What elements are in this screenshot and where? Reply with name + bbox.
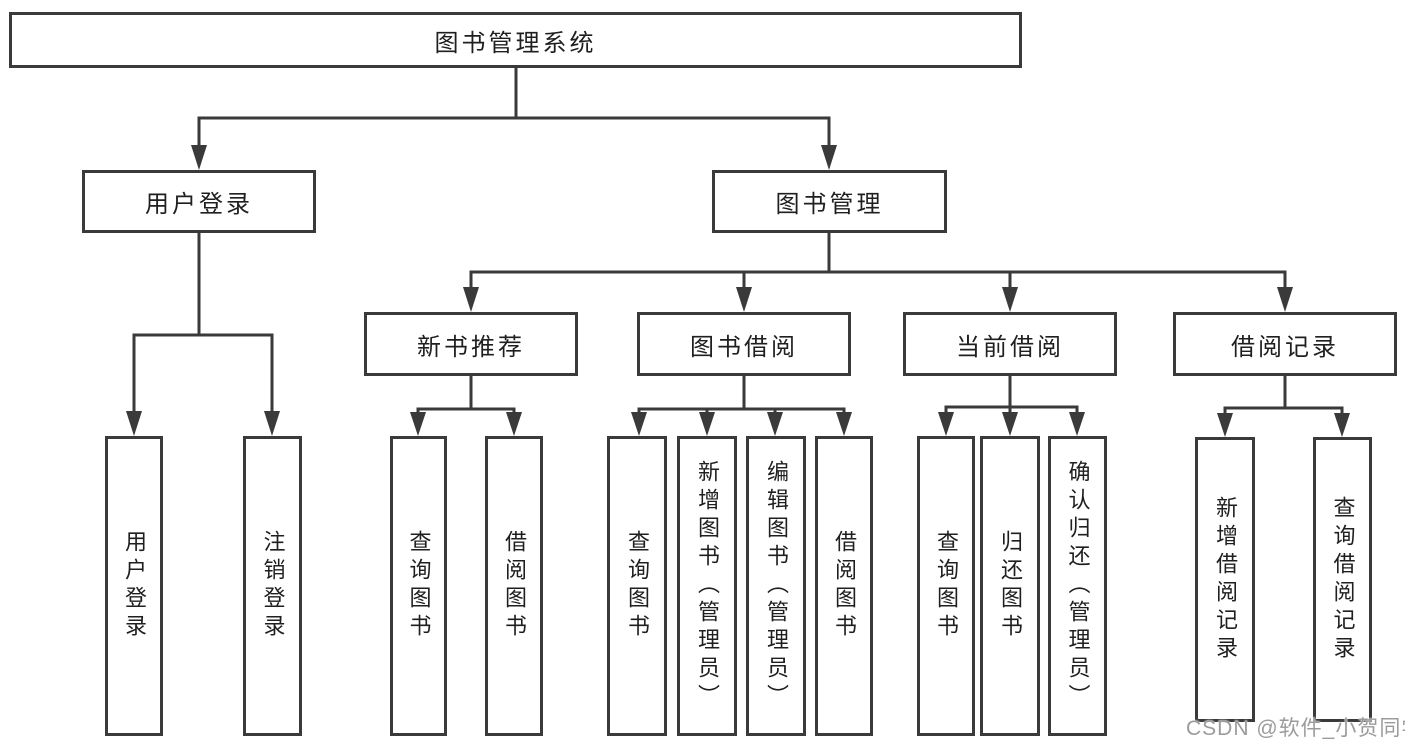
node-edit-book-admin: 编辑图书（管理员） (746, 436, 806, 736)
node-user-login: 用户登录 (82, 170, 316, 233)
node-borrowing-records: 借阅记录 (1173, 312, 1397, 376)
node-user-login-leaf: 用户登录 (105, 436, 163, 736)
node-library-management-system: 图书管理系统 (9, 12, 1022, 68)
node-current-borrowing: 当前借阅 (903, 312, 1117, 376)
node-add-book-admin: 新增图书（管理员） (677, 436, 737, 736)
node-borrow-query-books: 查询图书 (607, 436, 667, 736)
node-book-borrowing: 图书借阅 (637, 312, 851, 376)
node-book-management: 图书管理 (712, 170, 947, 233)
node-current-query-books: 查询图书 (917, 436, 975, 736)
node-recommend-borrow-books: 借阅图书 (485, 436, 543, 736)
watermark: CSDN @软件_小贺同学 (1186, 717, 1405, 740)
node-return-books: 归还图书 (980, 436, 1040, 736)
node-borrow-books-leaf: 借阅图书 (815, 436, 873, 736)
node-query-borrow-record: 查询借阅记录 (1313, 437, 1372, 722)
node-new-book-recommendation: 新书推荐 (364, 312, 578, 376)
node-confirm-return-admin: 确认归还（管理员） (1048, 436, 1107, 736)
node-recommend-query-books: 查询图书 (390, 436, 447, 736)
node-add-borrow-record: 新增借阅记录 (1195, 437, 1255, 722)
node-logout: 注销登录 (243, 436, 302, 736)
